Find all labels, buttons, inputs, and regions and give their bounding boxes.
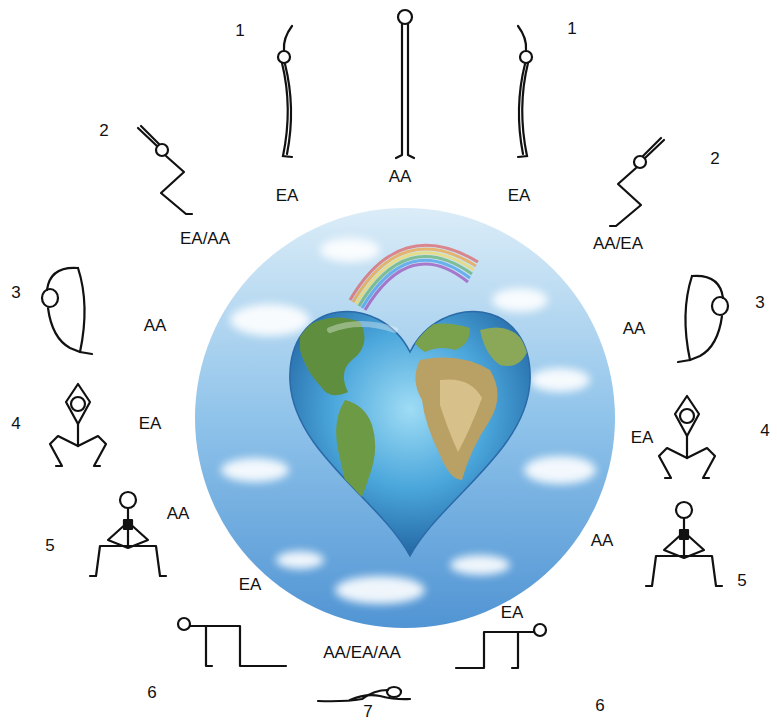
step-number: 2 (710, 150, 719, 167)
breath-label: EA (501, 604, 524, 621)
step-number: 1 (567, 20, 576, 37)
step-number: 3 (755, 294, 764, 311)
yoga-figure (138, 126, 192, 214)
standing-figure (396, 10, 414, 158)
yoga-figure (278, 26, 292, 157)
step-number: 2 (99, 122, 108, 139)
step-number: 6 (147, 684, 156, 701)
yoga-figure (518, 26, 532, 157)
step-number: 7 (363, 702, 372, 719)
breath-label: EA (276, 187, 299, 204)
step-number: 4 (11, 415, 20, 432)
step-number: 4 (760, 422, 769, 439)
step-number: 3 (11, 284, 20, 301)
breath-label: EA (139, 415, 162, 432)
breath-label: AA/EA (593, 235, 643, 252)
yoga-figure (678, 276, 728, 362)
breath-label: AA (144, 317, 167, 334)
breath-label: AA (623, 320, 646, 337)
plank-figure (456, 624, 546, 668)
yoga-figure (659, 396, 715, 478)
breath-label: AA (389, 168, 412, 185)
breath-label: EA (631, 429, 654, 446)
breath-label: EA/AA (180, 230, 230, 247)
breath-label: EA (239, 576, 262, 593)
breath-label: AA (167, 505, 190, 522)
yoga-figure (42, 268, 92, 354)
yoga-figure (90, 492, 166, 576)
breath-label: AA (591, 532, 614, 549)
plank-figure (178, 618, 286, 666)
breath-label: EA (508, 187, 531, 204)
yoga-figure (50, 384, 106, 466)
yoga-figure (610, 138, 664, 226)
yoga-figure (646, 502, 722, 586)
breath-label: AA/EA/AA (323, 644, 400, 661)
cobra-figure (318, 687, 410, 701)
step-number: 5 (737, 572, 746, 589)
step-number: 6 (595, 697, 604, 714)
step-number: 5 (45, 537, 54, 554)
step-number: 1 (235, 22, 244, 39)
